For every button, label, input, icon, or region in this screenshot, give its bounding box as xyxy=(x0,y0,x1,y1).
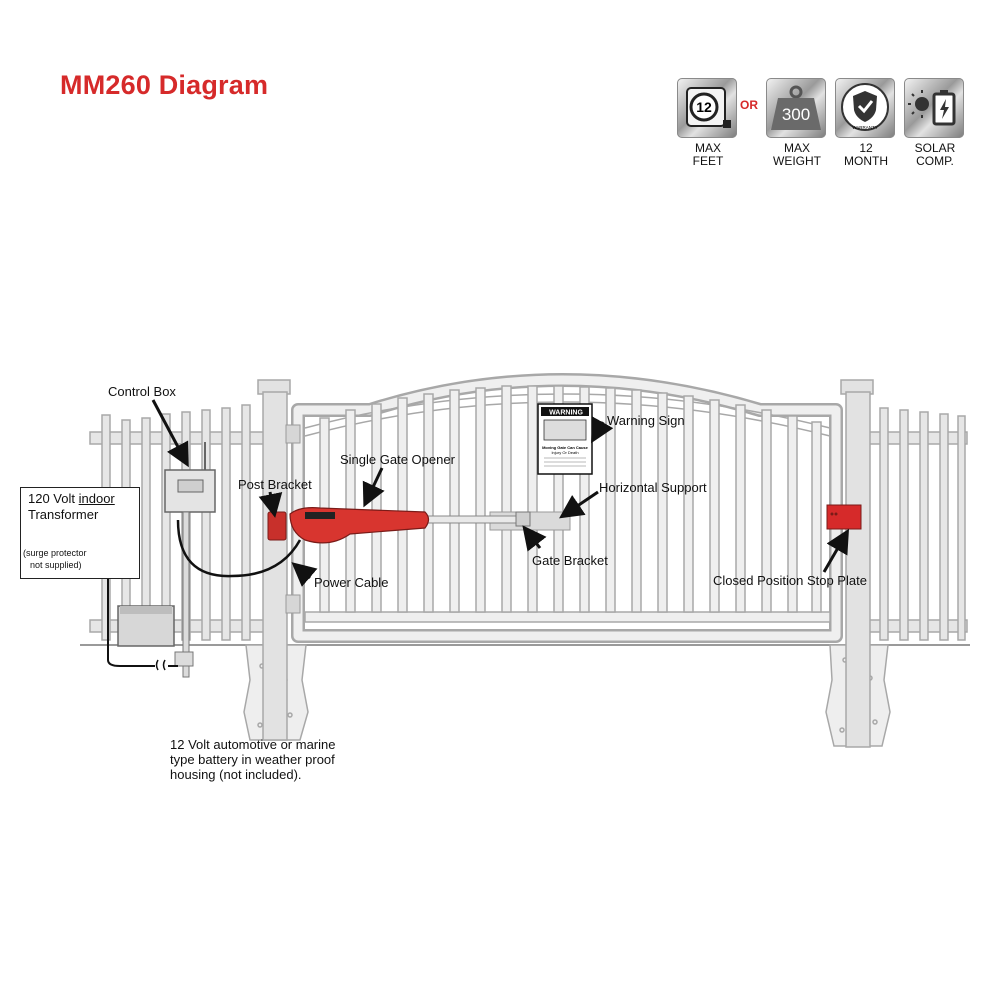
post-footings xyxy=(243,644,891,747)
closed-stop-plate-label: Closed Position Stop Plate xyxy=(713,573,867,588)
warning-sign-line-2: Injury Or Death xyxy=(551,450,578,455)
closed-stop-plate xyxy=(826,504,862,530)
right-fence xyxy=(861,407,968,641)
warning-sign-line-1: Moving Gate Can Cause xyxy=(542,445,589,450)
or-text: OR xyxy=(740,98,758,112)
warning-sign-label: Warning Sign xyxy=(607,413,685,428)
post-bracket-label: Post Bracket xyxy=(238,477,312,492)
warranty-caption-2: MONTH xyxy=(844,154,888,168)
battery-label-line-2: type battery in weather proof xyxy=(170,752,335,767)
warning-sign-heading: WARNING xyxy=(549,410,583,417)
surge-note-line-1: (surge protector xyxy=(23,548,87,558)
horizontal-support-label: Horizontal Support xyxy=(599,480,707,495)
single-gate-opener-label: Single Gate Opener xyxy=(340,452,455,467)
gate-posts xyxy=(257,379,874,748)
battery-label-line-3: housing (not included). xyxy=(170,767,302,782)
warranty-caption-1: 12 xyxy=(859,141,873,155)
warranty-label: WARRANTY xyxy=(852,125,878,130)
solar-caption-1: SOLAR xyxy=(914,141,956,155)
max-weight-caption-2: WEIGHT xyxy=(773,154,821,168)
warranty-shield-icon: WARRANTY xyxy=(835,78,895,138)
gate-opener xyxy=(267,507,531,544)
transformer-label-line-1: 120 Volt indoor xyxy=(28,491,115,506)
warning-sign: WARNING Moving Gate Can Cause Injury Or … xyxy=(537,403,593,475)
max-weight-caption-1: MAX xyxy=(783,141,810,155)
transformer-label-indoor: indoor xyxy=(78,491,115,506)
control-box xyxy=(164,442,216,678)
power-cable xyxy=(176,519,302,578)
transformer-label-line-2: Transformer xyxy=(28,507,99,522)
battery xyxy=(117,605,175,647)
surge-note-line-2: not supplied) xyxy=(30,560,82,570)
tape-measure-icon: 12 xyxy=(677,78,737,138)
max-feet-value: 12 xyxy=(696,99,712,115)
solar-caption-2: COMP. xyxy=(916,154,954,168)
power-cable-label: Power Cable xyxy=(314,575,389,590)
max-feet-caption-1: MAX xyxy=(694,141,721,155)
max-weight-value: 300 xyxy=(782,105,810,124)
gate-bracket-label: Gate Bracket xyxy=(532,553,608,568)
control-box-label: Control Box xyxy=(108,384,176,399)
solar-battery-icon xyxy=(904,78,964,138)
weight-icon: 300 xyxy=(766,78,826,138)
transformer-label-box xyxy=(20,487,140,579)
page-title: MM260 Diagram xyxy=(60,70,269,100)
battery-label-line-1: 12 Volt automotive or marine xyxy=(170,737,336,752)
max-feet-caption-2: FEET xyxy=(692,154,724,168)
